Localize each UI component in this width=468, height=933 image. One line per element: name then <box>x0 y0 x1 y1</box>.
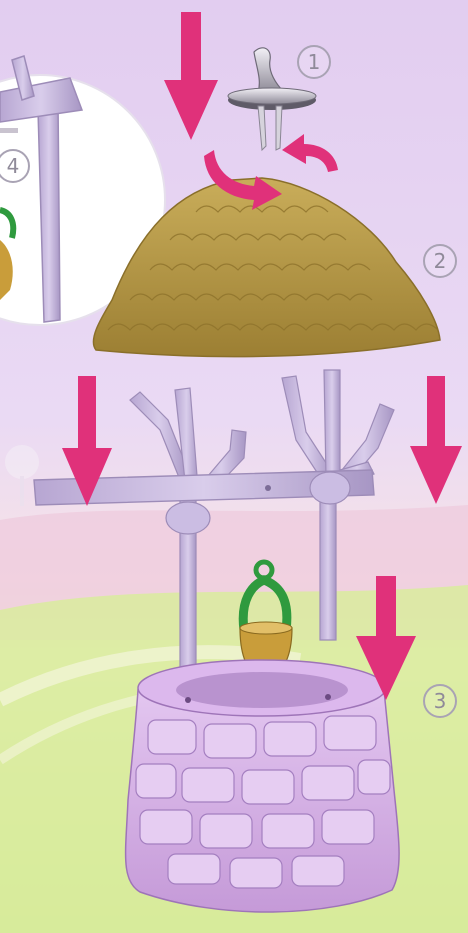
left-knot <box>166 502 210 534</box>
stone-well-base <box>126 660 400 912</box>
post-socket-right <box>325 694 331 700</box>
post-socket-left <box>185 697 191 703</box>
inset-hook <box>0 128 18 133</box>
step-number-1: 1 <box>297 45 331 79</box>
step-number-3: 3 <box>423 684 457 718</box>
crossbeam-hole <box>265 485 271 491</box>
right-knot <box>310 472 350 504</box>
step-number-2: 2 <box>423 244 457 278</box>
